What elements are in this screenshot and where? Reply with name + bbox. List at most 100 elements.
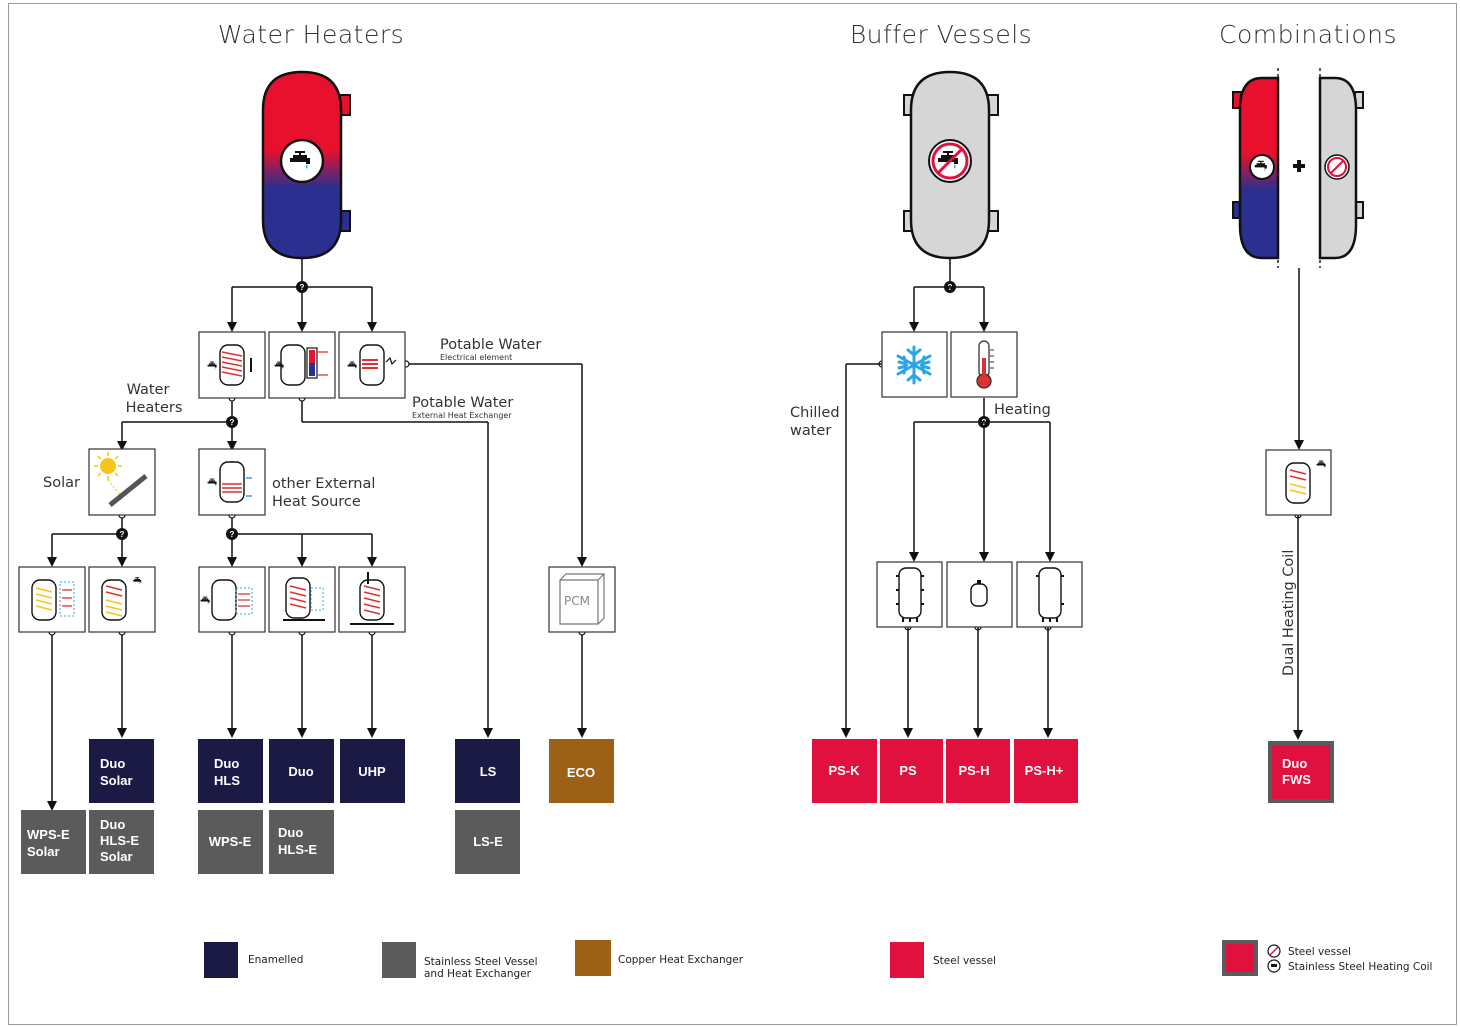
icon-duo[interactable] [268,566,336,633]
decision-node: ? [296,281,308,293]
label-dual-heating-coil: Dual Heating Coil [1281,550,1297,676]
product-wps-e[interactable]: WPS-E [198,810,263,874]
label-other-external-line1: other External [272,476,375,492]
svg-text:Duo: Duo [100,817,125,832]
svg-text:PS-K: PS-K [828,763,860,778]
svg-text:Duo: Duo [1282,756,1307,771]
icon-solar-dual-coil-external[interactable] [18,566,86,633]
svg-text:Duo: Duo [214,756,239,771]
section-title-combinations: Combinations [1219,20,1397,49]
icon-external-heat-exchanger[interactable] [268,331,336,399]
svg-text:?: ? [120,530,125,539]
label-heating: Heating [994,402,1051,418]
product-ps-k[interactable]: PS-K [812,739,877,803]
product-ls[interactable]: LS [455,739,520,803]
product-ps-h-plus[interactable]: PS-H+ [1014,739,1078,803]
pcm-label: PCM [564,594,590,608]
product-eco[interactable]: ECO [549,739,614,803]
product-tiles: Duo Solar WPS-E Solar Duo HLS-E Solar Du… [21,739,1334,874]
icon-pcm[interactable]: PCM [548,566,616,633]
label-other-external-line2: Heat Source [272,494,361,510]
svg-text:Duo: Duo [100,756,125,771]
icon-chilled-water[interactable] [881,331,948,398]
svg-text:Enamelled: Enamelled [248,954,303,966]
diagram-frame [8,3,1457,1025]
product-duo[interactable]: Duo [269,739,334,803]
icon-buffer-ps-h[interactable] [946,561,1013,628]
svg-text:Stainless Steel Vessel: Stainless Steel Vessel [424,956,538,968]
svg-text:Steel vessel: Steel vessel [1288,946,1351,958]
svg-text:LS: LS [480,764,497,779]
svg-text:Duo: Duo [278,825,303,840]
icon-hls[interactable] [198,566,266,633]
label-chilled-line1: Chilled [790,405,840,421]
icon-solar-panel[interactable] [88,448,156,516]
icon-solar-dual-coil[interactable] [88,566,156,633]
product-duo-hls[interactable]: Duo HLS [198,739,263,803]
label-potable-electrical-sub: Electrical element [440,353,512,362]
svg-text:?: ? [230,418,235,427]
legend-copper: Copper Heat Exchanger [575,940,744,976]
decision-node: ? [226,528,238,540]
svg-text:PS: PS [899,763,917,778]
svg-text:WPS-E: WPS-E [27,827,70,842]
svg-text:HLS-E: HLS-E [100,833,139,848]
icon-other-external-heat-source[interactable] [198,448,266,516]
svg-text:Steel vessel: Steel vessel [933,955,996,967]
label-potable-electrical: Potable Water [440,337,541,353]
svg-text:ECO: ECO [567,765,595,780]
icon-electrical-element[interactable] [338,331,406,399]
svg-text:UHP: UHP [358,764,386,779]
icon-internal-coil[interactable] [198,331,266,399]
label-solar: Solar [43,475,80,491]
svg-text:HLS-E: HLS-E [278,842,317,857]
svg-text:?: ? [300,283,305,292]
icon-uhp[interactable] [338,566,406,633]
buffer-vessel-tank [903,70,999,286]
product-duo-hls-e[interactable]: Duo HLS-E [269,810,334,874]
svg-text:?: ? [230,530,235,539]
label-potable-external-sub: External Heat Exchanger [412,411,512,420]
product-ps-h[interactable]: PS-H [946,739,1010,803]
label-water-heaters-line1: Water [127,382,170,398]
product-ps[interactable]: PS [880,739,943,803]
legend: Enamelled Stainless Steel Vessel and Hea… [204,940,1432,980]
svg-text:PS-H+: PS-H+ [1025,763,1064,778]
label-chilled-line2: water [790,423,831,439]
snowflake-icon [896,345,932,385]
svg-text:HLS: HLS [214,773,240,788]
legend-stainless: Stainless Steel Vessel and Heat Exchange… [382,942,538,980]
product-ls-e[interactable]: LS-E [455,810,520,874]
section-title-water-heaters: Water Heaters [218,20,404,49]
thermometer-icon [976,340,994,389]
svg-text:Duo: Duo [288,764,313,779]
label-water-heaters-line2: Heaters [126,400,183,416]
icon-buffer-ps[interactable] [876,561,943,628]
svg-text:Stainless Steel Heating Coil: Stainless Steel Heating Coil [1288,961,1432,973]
icon-dual-heating-coil[interactable] [1265,449,1332,516]
svg-text:Copper Heat Exchanger: Copper Heat Exchanger [618,954,744,966]
decision-node: ? [116,528,128,540]
sun-icon [100,458,116,474]
legend-enamelled: Enamelled [204,942,303,978]
svg-text:Solar: Solar [100,773,133,788]
svg-text:Solar: Solar [100,849,133,864]
icon-buffer-ps-h-plus[interactable] [1016,561,1083,628]
icon-heating[interactable] [950,331,1018,398]
svg-text:LS-E: LS-E [473,834,503,849]
svg-text:Solar: Solar [27,844,60,859]
product-duo-solar[interactable]: Duo Solar [89,739,154,803]
combination-tank [1232,68,1364,450]
no-potable-tap-icon [931,142,969,180]
decision-node: ? [226,416,238,428]
product-wps-e-solar[interactable]: WPS-E Solar [21,810,86,874]
legend-steel: Steel vessel [890,942,996,978]
section-title-buffer-vessels: Buffer Vessels [850,20,1032,49]
product-uhp[interactable]: UHP [340,739,405,803]
product-duo-fws[interactable]: Duo FWS [1268,741,1334,803]
legend-combination: Steel vessel Stainless Steel Heating Coi… [1222,940,1432,976]
svg-text:PS-H: PS-H [958,763,989,778]
svg-text:WPS-E: WPS-E [209,834,252,849]
product-duo-hls-e-solar[interactable]: Duo HLS-E Solar [89,810,154,874]
